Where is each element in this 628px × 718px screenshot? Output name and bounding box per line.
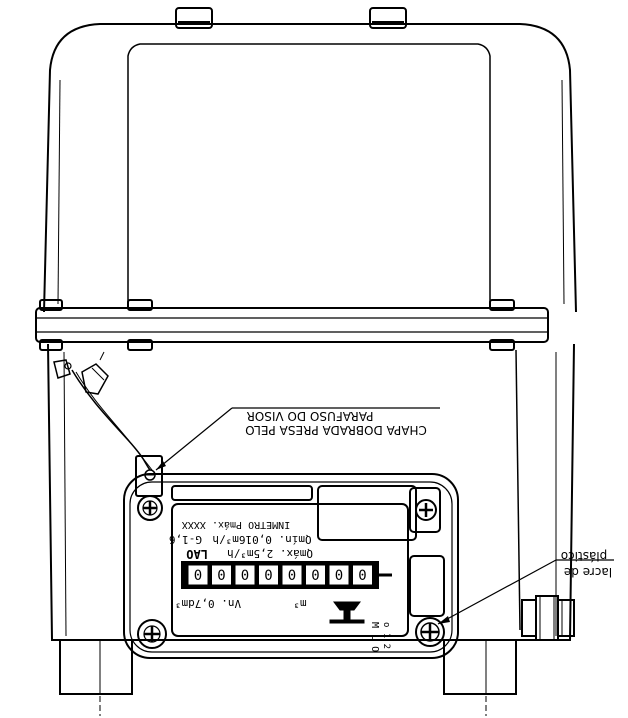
lower-housing — [47, 343, 575, 641]
counter-wheel — [328, 564, 350, 586]
counter-wheel — [211, 564, 232, 586]
counter-wheel — [258, 564, 279, 586]
maker-digits: o 1 2 — [381, 622, 391, 649]
counter-wheel — [234, 564, 256, 586]
counter-digit: 0 — [311, 568, 319, 584]
side-slot — [409, 555, 445, 617]
maker-logo — [329, 601, 365, 624]
counter-wheel — [281, 564, 303, 586]
nameplate-line-b: Qmín. 0,016m³/h — [212, 533, 311, 546]
nameplate-line-c: Qmáx. 2,5m³/h — [227, 547, 313, 560]
counter-digit: 0 — [264, 568, 272, 584]
counter-wheel — [187, 564, 209, 586]
screw-top-left — [137, 495, 163, 521]
counter-wheel — [352, 564, 373, 586]
housing-flange — [35, 299, 549, 351]
nameplate-window — [171, 503, 409, 637]
nameplate-brand: LAO — [186, 547, 208, 561]
screw-bottom-right — [415, 617, 445, 647]
top-lug-left — [175, 7, 213, 29]
maker-letters: M L O — [369, 622, 380, 652]
seal-annotation: lacre de plástico — [437, 549, 614, 625]
nameplate-unit: m³ — [293, 597, 306, 610]
screw-top-right — [415, 499, 437, 521]
top-slot — [171, 485, 313, 501]
upper-housing-inner — [127, 43, 491, 304]
upper-housing — [43, 23, 577, 313]
counter-digit: 0 — [194, 568, 202, 584]
visor-label-line2: PARAFUSO DO VISOR — [247, 409, 374, 423]
counter-digit: 0 — [288, 568, 296, 584]
seal-label-line2: plástico — [561, 549, 608, 563]
blank-plate — [317, 485, 417, 541]
bottom-foot-right — [443, 639, 517, 716]
visor-annotation: CHAPA DOBRADA PRESA PELO PARAFUSO DO VIS… — [155, 407, 440, 471]
counter-digit: 0 — [241, 568, 249, 584]
seal-label-line1: lacre de — [564, 565, 612, 579]
nameplate-line-a: INMETRO Pmáx. XXXX — [182, 519, 290, 531]
outlet-connector — [521, 595, 575, 641]
visor-label-line1: CHAPA DOBRADA PRESA PELO — [245, 423, 427, 437]
counter-digit: 0 — [358, 568, 366, 584]
nameplate-cyclic-volume: Vn. 0,7dm³ — [175, 597, 241, 610]
top-lug-right — [369, 7, 407, 29]
counter-wheel — [305, 564, 326, 586]
screw-bottom-left — [137, 619, 167, 649]
bottom-foot-left — [59, 639, 133, 716]
nameplate-texts: INMETRO Pmáx. XXXX Qmín. 0,016m³/h G-1,6… — [169, 519, 391, 652]
counter-digit: 0 — [335, 568, 343, 584]
counter-digit: 0 — [217, 568, 225, 584]
nameplate-model: G-1,6 — [169, 533, 202, 546]
seal-clip — [53, 359, 109, 395]
nameplate-frame — [123, 473, 459, 659]
